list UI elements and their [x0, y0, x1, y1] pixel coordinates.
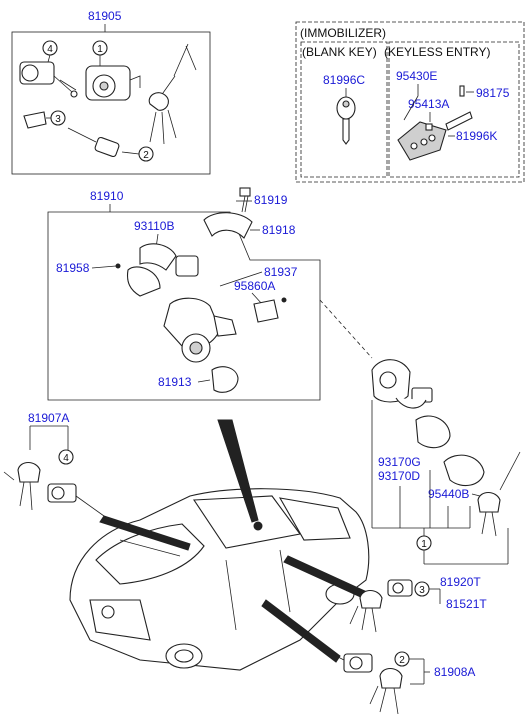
- group-81910: 81910 81919 81918 93110B 81958 81937 958…: [47, 187, 373, 401]
- group-81907A: 81907A 4: [3, 411, 105, 517]
- bolt-part: [239, 187, 251, 213]
- part-label-95430E[interactable]: 95430E: [396, 69, 437, 83]
- part-label-81918[interactable]: 81918: [262, 223, 296, 237]
- ignition-cylinder-part: [19, 61, 78, 98]
- part-label-95413A[interactable]: 95413A: [408, 97, 449, 111]
- rear-door-cylinder-part: [319, 647, 373, 673]
- part-label-81996C[interactable]: 81996C: [323, 73, 365, 87]
- part-label-81521T[interactable]: 81521T: [446, 597, 487, 611]
- callout-number-3: 3: [55, 114, 61, 125]
- callout-number-4-tailgate: 4: [63, 453, 69, 464]
- part-label-81910[interactable]: 81910: [90, 189, 124, 203]
- right-keys-part: [477, 451, 521, 537]
- tailgate-cylinder-part: [47, 483, 105, 517]
- pointer-strip-top: [217, 419, 259, 523]
- immobilizer-title: (IMMOBILIZER): [300, 26, 386, 40]
- fob-key-part: [397, 85, 473, 161]
- part-label-81920T[interactable]: 81920T: [440, 575, 481, 589]
- lock-housing-part: [371, 359, 433, 409]
- group-81905: 81905: [11, 9, 211, 175]
- part-label-93110B[interactable]: 93110B: [134, 219, 174, 233]
- rear-door-keys-part: [369, 667, 403, 715]
- callout-number-2-rear: 2: [399, 655, 405, 666]
- part-label-81905[interactable]: 81905: [88, 9, 122, 23]
- part-label-81919[interactable]: 81919: [254, 193, 288, 207]
- switch-part: [126, 243, 199, 297]
- part-label-81996K[interactable]: 81996K: [456, 129, 497, 143]
- cover-part: [211, 366, 239, 393]
- part-label-95440B[interactable]: 95440B: [428, 487, 469, 501]
- group-81908A: 2 81908A: [319, 647, 475, 715]
- group-81920T: 93170G 93170D 95440B 1 81920T: [371, 359, 521, 589]
- module-part: [253, 299, 279, 323]
- group-immobilizer: (IMMOBILIZER) (BLANK KEY) (KEYLESS ENTRY…: [295, 21, 525, 183]
- steering-lock-body-part: [163, 297, 237, 363]
- door-lock-cylinder-part: [387, 579, 413, 597]
- callout-circle-4-tailgate: [58, 449, 74, 465]
- part-label-81908A[interactable]: 81908A: [434, 665, 475, 679]
- callout-number-3-door: 3: [419, 585, 425, 596]
- blank-key-box: [300, 41, 388, 178]
- tailgate-keys-part: [3, 461, 41, 511]
- blank-key-title: (BLANK KEY): [302, 45, 377, 59]
- cap-part: [23, 111, 47, 129]
- group-box-81910: [47, 211, 321, 401]
- part-label-95860A[interactable]: 95860A: [234, 279, 275, 293]
- lock-assembly-part: [85, 65, 141, 101]
- antenna-coil-part: [415, 415, 451, 449]
- part-label-81958[interactable]: 81958: [56, 261, 90, 275]
- keyless-entry-box: [388, 41, 520, 178]
- part-label-93170D[interactable]: 93170D: [378, 469, 420, 483]
- pointer-strip-tailgate: [99, 515, 191, 551]
- part-label-81907A[interactable]: 81907A: [28, 411, 69, 425]
- part-label-81913[interactable]: 81913: [158, 375, 192, 389]
- immobilizer-outer-box: [295, 21, 525, 183]
- blank-key-part: [336, 96, 356, 145]
- door-keys-part: [349, 589, 383, 633]
- callout-number-1: 1: [97, 44, 103, 55]
- transponder-ring-part: [443, 454, 485, 487]
- keys-part: [148, 43, 197, 145]
- part-label-98175[interactable]: 98175: [476, 86, 510, 100]
- callout-number-1-right: 1: [421, 539, 427, 550]
- part-label-93170G[interactable]: 93170G: [378, 455, 421, 469]
- keyless-entry-title: (KEYLESS ENTRY): [384, 45, 490, 59]
- pointer-strip-lower: [261, 599, 341, 663]
- part-label-81937[interactable]: 81937: [264, 265, 298, 279]
- callout-number-4: 4: [47, 44, 53, 55]
- callout-number-2: 2: [143, 150, 149, 161]
- group-box-81905: [11, 31, 211, 175]
- group-81521T: 3 81521T: [349, 579, 487, 633]
- bracket-part: [203, 212, 253, 239]
- door-cylinder-part: [67, 127, 120, 158]
